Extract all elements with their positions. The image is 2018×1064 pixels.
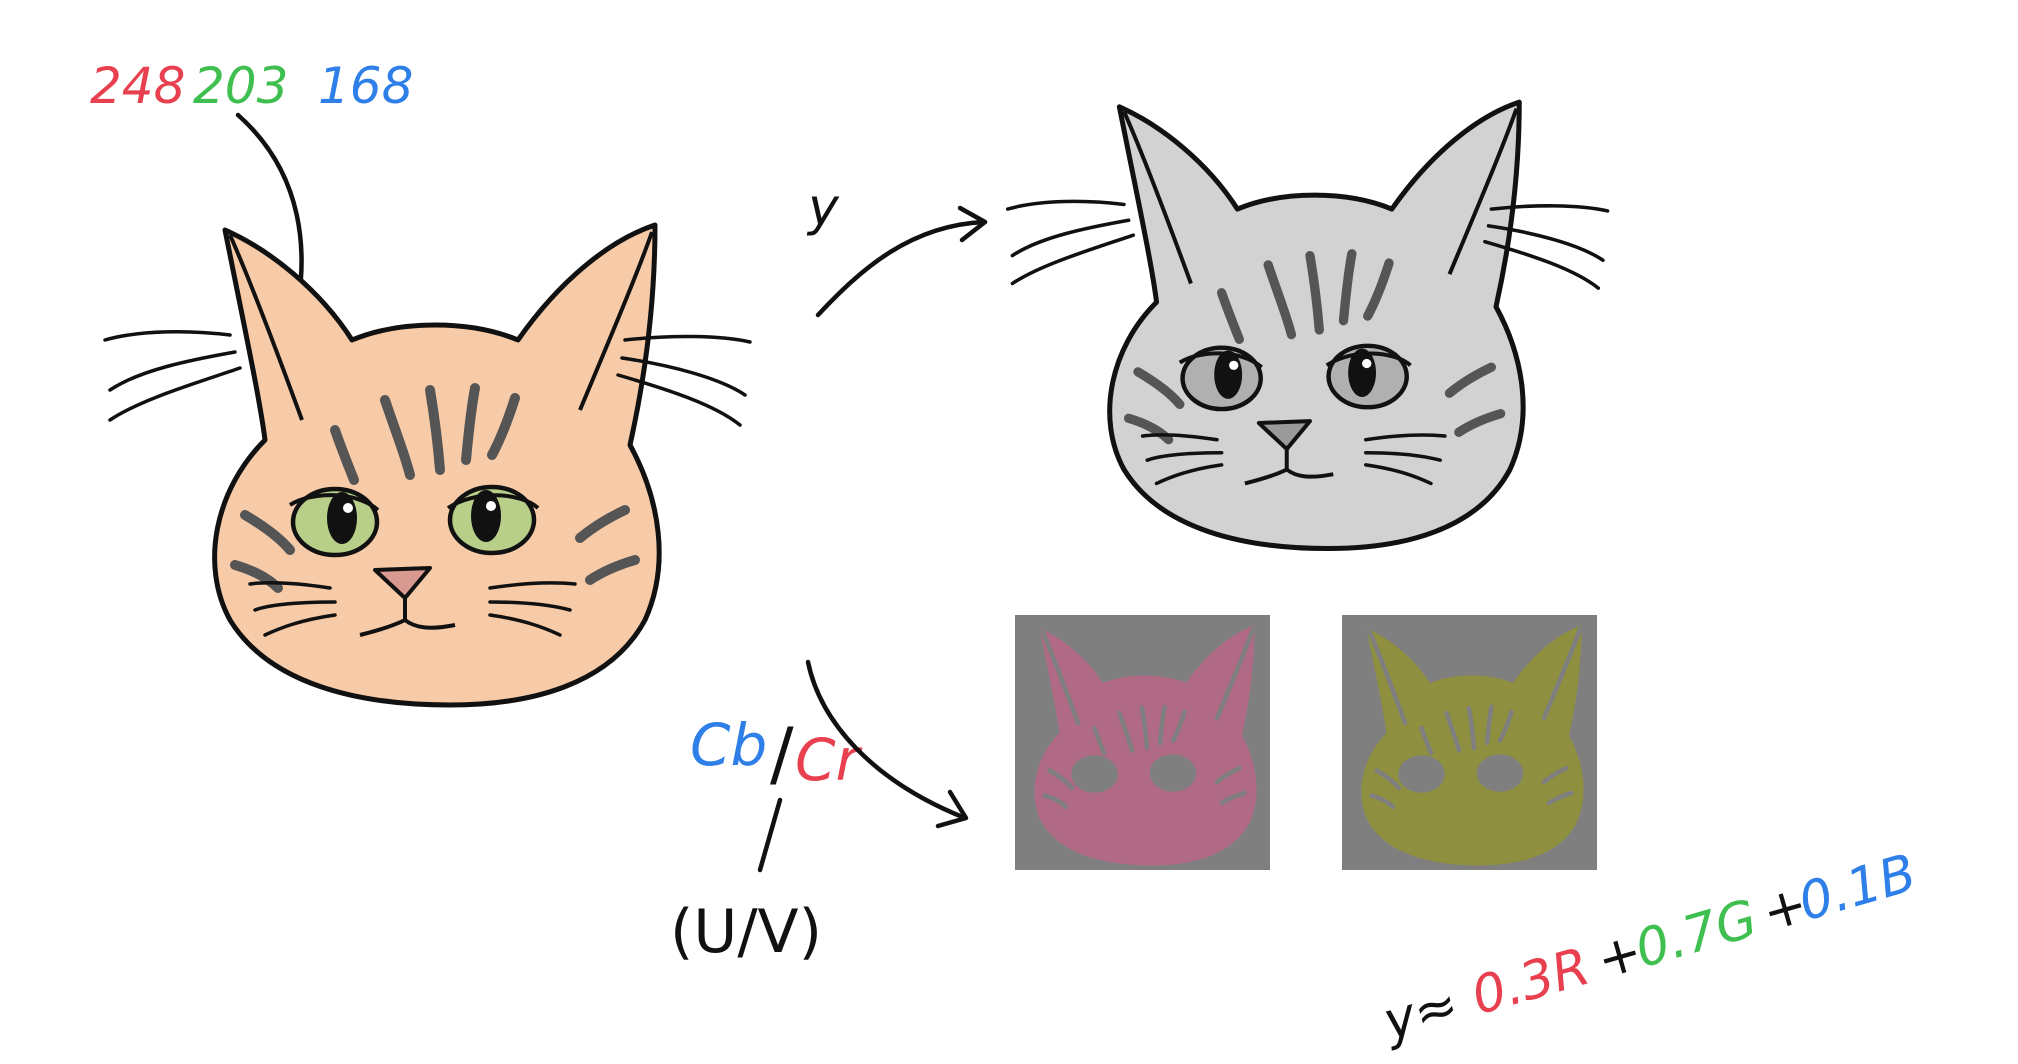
formula-r-term: 0.3R (1465, 937, 1596, 1027)
cr-label: Cr (795, 726, 862, 794)
red-value: 248 (90, 57, 185, 115)
cb-chroma-panel (1342, 615, 1597, 870)
original-color-cat (103, 225, 752, 705)
green-value: 203 (193, 57, 288, 115)
uv-label: (U/V) (670, 897, 822, 967)
rgb-values-label: 248 203 168 (90, 57, 413, 115)
luma-label: y (806, 178, 840, 238)
formula-g-term: 0.7G (1629, 889, 1764, 981)
chroma-slash: / (770, 713, 794, 795)
luma-formula: y≈ 0.3R + 0.7G + 0.1B (1375, 843, 1923, 1053)
chroma-label: Cb / Cr (U/V) (670, 711, 862, 967)
luma-arrow (815, 205, 988, 318)
blue-value: 168 (318, 57, 413, 115)
cr-chroma-panel (1015, 615, 1270, 870)
chroma-connector-line (757, 797, 783, 873)
cb-label: Cb (690, 711, 767, 779)
formula-b-term: 0.1B (1792, 843, 1922, 933)
luma-grayscale-cat (1005, 102, 1610, 548)
chroma-arrow (805, 659, 969, 829)
formula-lhs: y≈ (1375, 974, 1465, 1053)
